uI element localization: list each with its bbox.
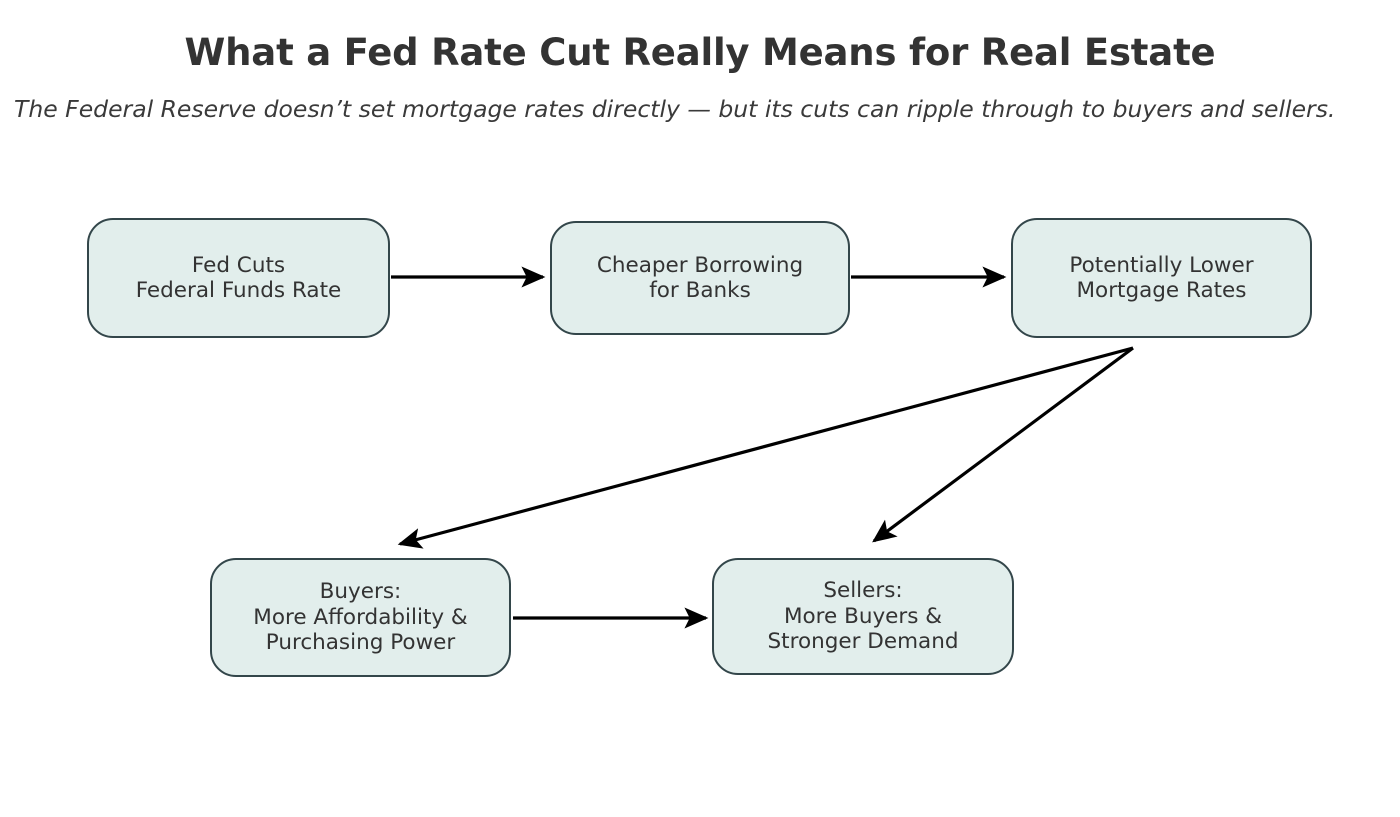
page-subtitle: The Federal Reserve doesn’t set mortgage… [14,95,1336,123]
flow-node-fed-cuts[interactable]: Fed Cuts Federal Funds Rate [87,218,390,338]
page-title: What a Fed Rate Cut Really Means for Rea… [184,31,1216,74]
flow-node-cheaper-borrowing[interactable]: Cheaper Borrowing for Banks [550,221,850,335]
edge-lower-mortgage-to-buyers [397,346,1134,549]
flow-node-lower-mortgage-rates[interactable]: Potentially Lower Mortgage Rates [1011,218,1312,338]
flow-node-buyers[interactable]: Buyers: More Affordability & Purchasing … [210,558,511,677]
flow-node-sellers[interactable]: Sellers: More Buyers & Stronger Demand [712,558,1014,675]
edge-lower-mortgage-to-sellers [872,346,1134,543]
